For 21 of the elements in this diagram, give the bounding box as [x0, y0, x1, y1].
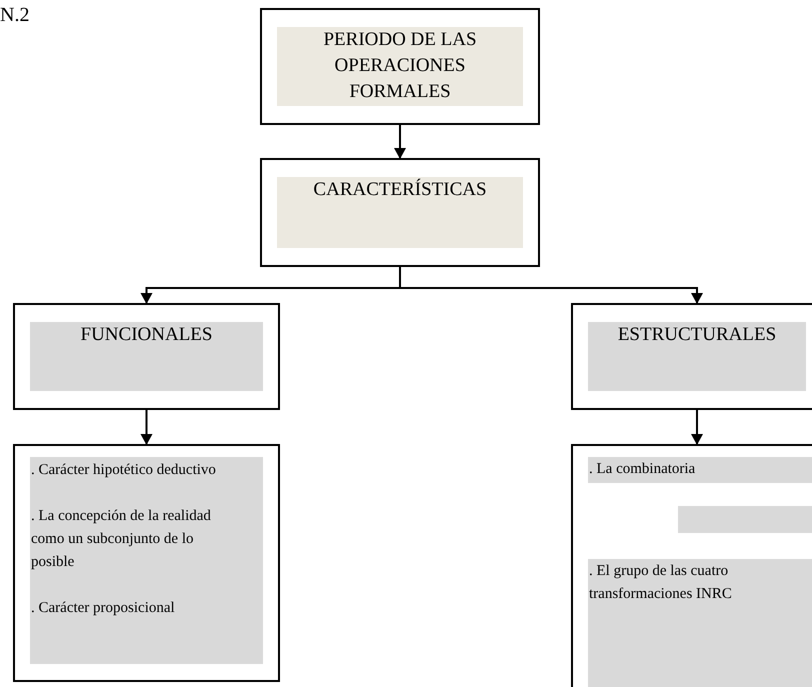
node-box — [260, 158, 540, 267]
node-box — [13, 444, 280, 682]
list-item: . Carácter proposicional — [31, 599, 176, 618]
node-title: FUNCIONALES — [80, 323, 214, 347]
node-title: CARACTERÍSTICAS — [312, 178, 488, 202]
figure-number: N.2 — [0, 3, 30, 27]
arrow — [399, 267, 703, 304]
arrow — [140, 410, 152, 445]
arrow — [394, 125, 406, 159]
list-item: . La combinatoria — [588, 457, 812, 483]
node-box — [571, 303, 812, 410]
node-box — [571, 444, 812, 687]
list-item: . La concepción de la realidad como un subconjunto de lo posible — [31, 507, 212, 572]
node-title: PERIODO DE LAS OPERACIONES FORMALES — [322, 28, 478, 104]
node-box — [13, 303, 280, 410]
shaded-bar — [678, 506, 812, 533]
node-title: ESTRUCTURALES — [616, 323, 778, 347]
list-item: . Carácter hipotético deductivo — [31, 461, 217, 480]
arrow — [691, 410, 703, 445]
list-item: . El grupo de las cuatro transformaciones INRC — [588, 559, 812, 687]
node-box — [260, 8, 540, 125]
